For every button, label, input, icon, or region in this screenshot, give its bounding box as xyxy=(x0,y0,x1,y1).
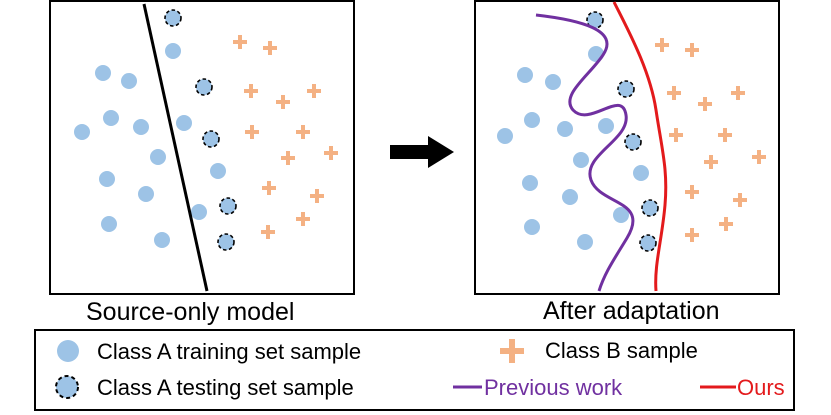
filled-circle-icon xyxy=(57,340,79,362)
plus-icon xyxy=(500,339,524,363)
legend-frame xyxy=(34,329,795,411)
right-panel xyxy=(474,0,780,295)
legend-class-b-label: Class B sample xyxy=(545,338,698,363)
source-boundary-line xyxy=(142,3,209,292)
right-arrow-icon xyxy=(390,136,454,168)
right-class-b xyxy=(655,38,766,242)
previous-work-boundary-line xyxy=(535,13,635,292)
legend-previous-work-label: Previous work xyxy=(484,375,623,400)
legend-ours-label: Ours xyxy=(737,375,785,400)
legend: Class A training set sample Class B samp… xyxy=(34,329,795,411)
left-panel xyxy=(49,0,355,295)
left-panel-caption: Source-only model xyxy=(86,298,294,326)
legend-class-a-train-label: Class A training set sample xyxy=(97,339,361,364)
right-panel-caption: After adaptation xyxy=(543,297,720,325)
left-class-b xyxy=(233,35,338,239)
dashed-circle-icon xyxy=(55,375,79,399)
right-class-a-train xyxy=(497,46,649,250)
left-class-a-train xyxy=(74,43,226,248)
left-class-a-test xyxy=(164,9,237,251)
left-panel-frame xyxy=(49,0,355,295)
legend-class-a-test-label: Class A testing set sample xyxy=(97,375,354,400)
ours-boundary-line xyxy=(612,1,668,292)
right-class-a-test xyxy=(586,11,659,252)
